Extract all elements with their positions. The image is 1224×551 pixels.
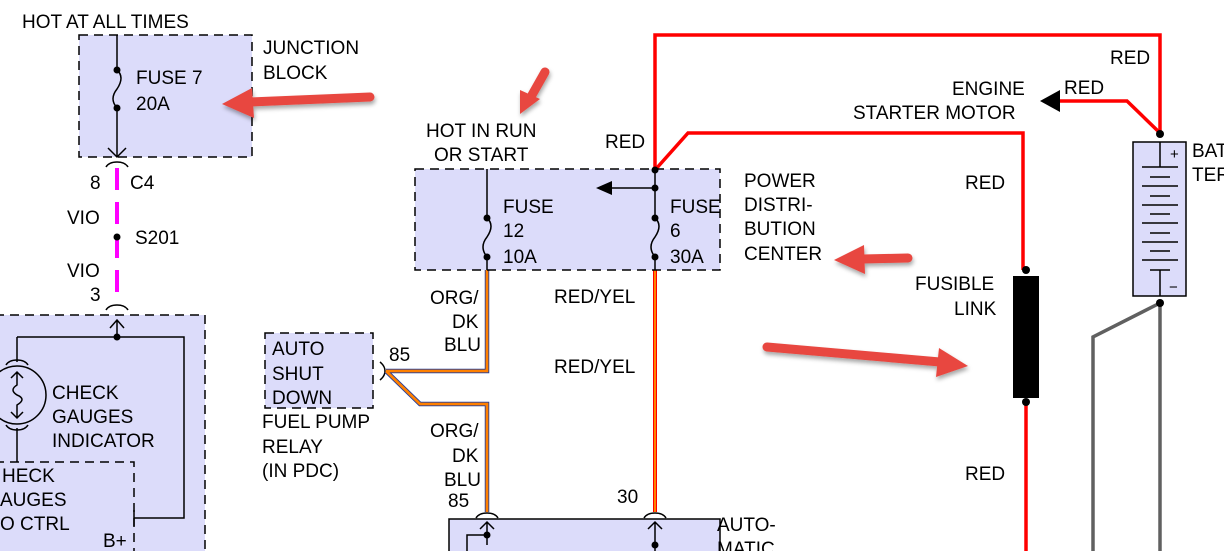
automatic-label: MATIC [717,539,775,551]
wire-color-label: VIO [67,261,100,282]
battery-label: BAT [1192,141,1224,162]
fuse-6-rating: 30A [670,247,704,268]
pin-label: 85 [389,345,410,366]
indicator-label: INDICATOR [52,431,155,452]
fuse-6-label: 6 [670,221,681,242]
control-label: O CTRL [0,514,70,535]
annotation-arrow-icon [222,88,375,118]
pin-label: 30 [617,487,638,508]
wire-color-label: VIO [67,208,100,229]
junction-block: HOT AT ALL TIMES JUNCTION BLOCK FUSE 7 2… [22,12,359,168]
wire-color-label: ORG/ [430,421,479,442]
wire-color-label: BLU [444,470,481,491]
wire-color-label: RED/YEL [554,287,635,308]
control-label: AUGES [0,490,67,511]
fuse-7-icon [112,69,122,109]
battery-plus: + [1170,146,1179,163]
fuse-6-icon [650,217,660,258]
arrow-left-icon [596,181,612,195]
hot-in-run-label: OR START [434,145,529,166]
pdc-label: DISTRI- [744,195,813,216]
power-distribution-center: HOT IN RUN OR START FUSE 12 10A FUSE 6 3… [414,121,822,271]
battery-minus: − [1169,279,1178,296]
pin-label: 85 [448,491,469,512]
starter-label: STARTER MOTOR [853,103,1016,124]
fusible-link: FUSIBLE LINK [915,266,1039,406]
pin-label: 8 [90,173,101,194]
splice-s201 [113,233,121,241]
starter-label: ENGINE [952,79,1025,100]
wire-color-label: RED [605,132,645,153]
relay-name: FUEL PUMP [262,412,370,433]
red-yel-wire: RED/YEL RED/YEL 30 [554,270,657,512]
relay-label: SHUT [272,364,324,385]
fusible-link-icon [1013,276,1039,398]
fuse-12-label: 12 [503,221,524,242]
auto-shut-down-relay: AUTO SHUT DOWN FUEL PUMP RELAY (IN PDC) … [262,332,410,482]
fuse-12-label: FUSE [503,197,554,218]
fuse-7-label: FUSE 7 [136,68,203,89]
battery-cells-icon [1142,166,1178,271]
pdc-label: BUTION [744,219,816,240]
junction-block-label: JUNCTION [263,38,359,59]
fuse-6-label: FUSE [670,197,721,218]
splice-label: S201 [135,228,179,249]
relay-label: DOWN [272,388,332,409]
hot-in-run-label: HOT IN RUN [426,121,536,142]
automatic-shutdown-relay-box: AUTO- MATIC [448,512,776,551]
red-battery-wires: RED RED RED ENGINE STARTER MOTOR RED RED [605,33,1162,551]
annotation-arrow-icon [520,67,550,114]
junction-block-label: BLOCK [263,63,328,84]
fusible-link-label: FUSIBLE [915,274,994,295]
relay-label: AUTO [272,339,324,360]
wire-color-label: DK [452,446,479,467]
annotation-arrows [222,67,968,377]
battery-label: TER [1192,165,1224,186]
wire-color-label: RED [1110,48,1150,69]
annotation-arrow-icon [762,342,968,377]
automatic-label: AUTO- [717,515,776,536]
battery: + − BAT TER [1091,130,1224,551]
wire-color-label: DK [452,312,479,333]
pdc-label: POWER [744,171,816,192]
wire-color-label: RED/YEL [554,357,635,378]
pdc-label: CENTER [744,244,822,265]
wire-color-label: RED [965,464,1005,485]
wire-color-label: RED [965,173,1005,194]
instrument-cluster: CHECK GAUGES INDICATOR HECK AUGES O CTRL… [0,304,206,551]
wire-color-label: ORG/ [430,288,479,309]
indicator-label: CHECK [52,383,119,404]
connector-label: C4 [130,173,155,194]
violet-wire: 8 C4 VIO S201 VIO 3 [67,168,179,306]
control-label: HECK [2,466,55,487]
fuse-12-icon [482,217,492,258]
fuse-12-rating: 10A [503,247,537,268]
wire-color-label: BLU [444,335,481,356]
starter-arrow-icon [1040,90,1060,112]
annotation-arrow-icon [834,245,913,274]
org-dk-blu-wires: ORG/ DK BLU ORG/ DK BLU 85 [384,270,490,512]
pin-label: 3 [90,285,101,306]
relay-name: (IN PDC) [262,461,339,482]
indicator-label: GAUGES [52,407,133,428]
indicator-lamp-icon [0,365,47,425]
wire-color-label: RED [1064,78,1104,99]
hot-at-all-times-label: HOT AT ALL TIMES [22,12,189,33]
fuse-7-rating: 20A [136,94,170,115]
b-plus-label: B+ [103,531,127,551]
fusible-link-label: LINK [954,299,997,320]
relay-name: RELAY [262,437,323,458]
